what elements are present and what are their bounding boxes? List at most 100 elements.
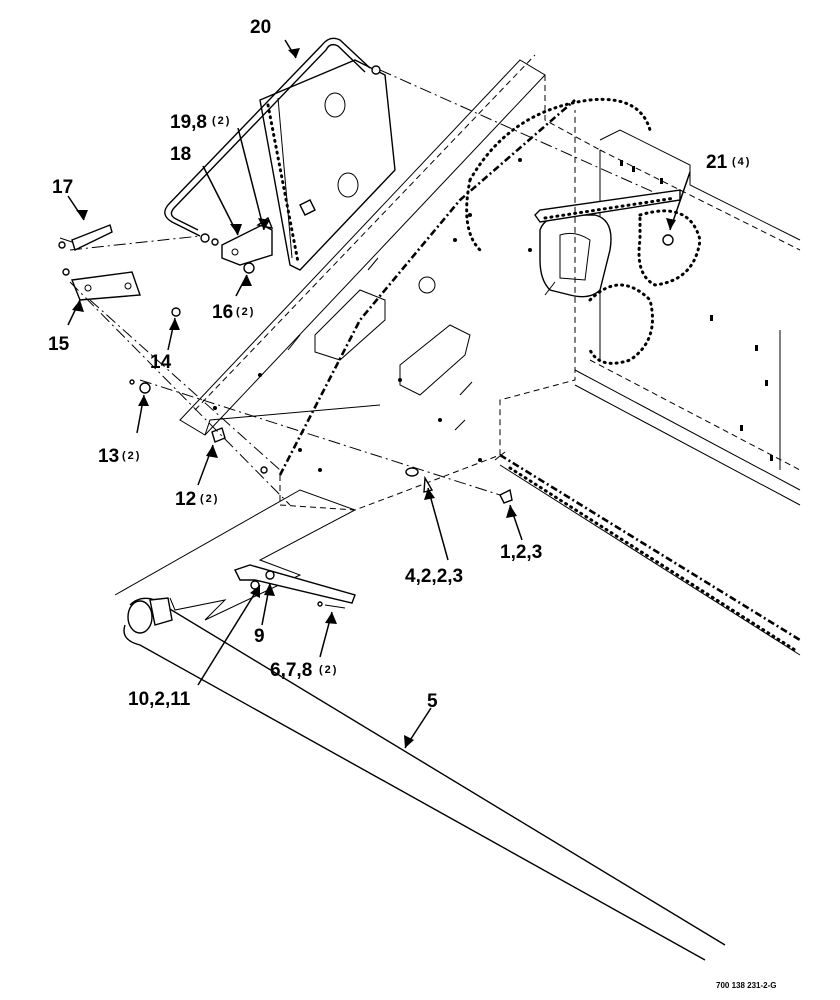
bracket-15-hole: [84, 284, 92, 292]
callout-20: 20: [250, 17, 271, 38]
frame-bracket-upper: [534, 189, 681, 223]
rod-body: [164, 37, 371, 237]
arrow-19: [258, 218, 270, 230]
callout-10: 10,2,11: [128, 689, 191, 710]
callout-19-qty: (2): [212, 115, 231, 127]
upper-plate-body: [259, 59, 396, 271]
arrow-21: [666, 218, 676, 230]
upper-plate-hole-1: [324, 92, 346, 118]
bar-5-bottom: [123, 624, 706, 961]
panel-window-left: [314, 289, 386, 361]
frame-rail-mid: [589, 359, 801, 471]
center-line-15: [69, 281, 291, 506]
frame-lower-edge: [574, 369, 801, 491]
panel-slot: [287, 334, 301, 351]
leader-18: [202, 165, 239, 236]
center-lines: [69, 69, 661, 506]
rod-body-inner: [170, 43, 366, 231]
frame-hole: [740, 425, 743, 431]
drawing-number: 700 138 231-2-G: [716, 981, 777, 990]
callout-16-qty: (2): [236, 306, 255, 318]
lever-9: [234, 564, 356, 604]
callout-14: 14: [150, 352, 172, 373]
arrow-15: [72, 300, 84, 312]
callout-6-qty: (2): [319, 664, 338, 676]
frame-hole: [765, 380, 768, 386]
frame-top-edge: [599, 129, 801, 241]
callout-13: 13: [98, 446, 119, 467]
callout-4: 4,2,2,3: [405, 566, 463, 587]
callout-19: 19,8: [170, 112, 207, 133]
bracket-17-body: [71, 224, 113, 251]
frame-hole: [710, 315, 713, 321]
arrow-14: [169, 318, 180, 330]
panel-flange-hidden: [194, 54, 536, 411]
frame-lower-edge-2: [574, 384, 801, 506]
panel-hole: [318, 468, 322, 472]
callouts: 20 19,8 (2) 18 17 21 (4) 16 (2) 15 14 13…: [48, 17, 777, 990]
bar-5-bracket: [149, 597, 173, 626]
upper-plate-holes: [266, 103, 300, 264]
panel-window-right: [399, 324, 471, 396]
bracket-15-body: [71, 271, 141, 301]
washer-16: [243, 262, 255, 274]
arrow-18: [230, 224, 242, 235]
bolt-1: [499, 488, 513, 504]
frame-hole: [632, 166, 635, 172]
leaders: [67, 39, 691, 749]
washer-4: [405, 467, 419, 477]
arrow-6: [325, 612, 337, 624]
panel-slot: [454, 419, 466, 431]
upper-plate: [259, 59, 396, 271]
callout-1: 1,2,3: [500, 542, 542, 563]
bracket-17-nut: [58, 241, 66, 249]
panel-hole: [468, 213, 472, 217]
callout-17: 17: [52, 177, 73, 198]
callout-21: 21: [706, 152, 728, 173]
bar-5-end: [127, 600, 153, 634]
rod-nut-top: [371, 65, 381, 75]
panel-slot: [367, 257, 379, 271]
bracket-15-hole-2: [124, 282, 132, 290]
center-line-13: [139, 379, 501, 496]
arrow-9: [264, 583, 275, 596]
upper-plate-flange: [277, 97, 293, 259]
arrow-12: [206, 445, 218, 458]
frame-hole: [620, 160, 623, 166]
frame-hole: [660, 178, 663, 184]
bracket-18-body: [221, 224, 273, 266]
nut-6: [317, 601, 323, 607]
frame-hole: [770, 455, 773, 461]
panel-slot: [544, 281, 556, 296]
nut-13: [129, 379, 135, 385]
arrow-5: [404, 735, 414, 748]
machine-frame: [465, 97, 801, 656]
lower-angle-holes: [508, 466, 797, 652]
lower-angle-edge: [499, 464, 801, 656]
brackets-left: [58, 224, 141, 301]
platform-outline: [114, 489, 357, 621]
panel-hole: [518, 158, 522, 162]
center-line-20: [379, 69, 661, 196]
callout-6: 6,7,8: [270, 660, 312, 681]
rod-washer-bottom: [211, 238, 219, 246]
side-panel: [179, 54, 601, 511]
lower-angle-rail: [499, 453, 801, 642]
bolt-21: [662, 234, 674, 246]
panel-right-top: [544, 75, 601, 151]
washer-13: [139, 382, 151, 394]
callout-18: 18: [170, 144, 191, 165]
panel-outline: [279, 110, 576, 511]
gear-outline-top: [468, 97, 652, 182]
spacer-14: [171, 307, 181, 317]
gear-outline-lower: [588, 283, 654, 365]
callout-12: 12: [175, 489, 196, 510]
frame-hole: [755, 345, 758, 351]
leader-19: [237, 127, 265, 231]
callout-5: 5: [427, 691, 438, 712]
bushing-12: [211, 427, 226, 443]
bolt-6: [324, 604, 346, 609]
bracket-17-bolt: [59, 237, 73, 243]
frame-rail-top: [599, 149, 801, 251]
